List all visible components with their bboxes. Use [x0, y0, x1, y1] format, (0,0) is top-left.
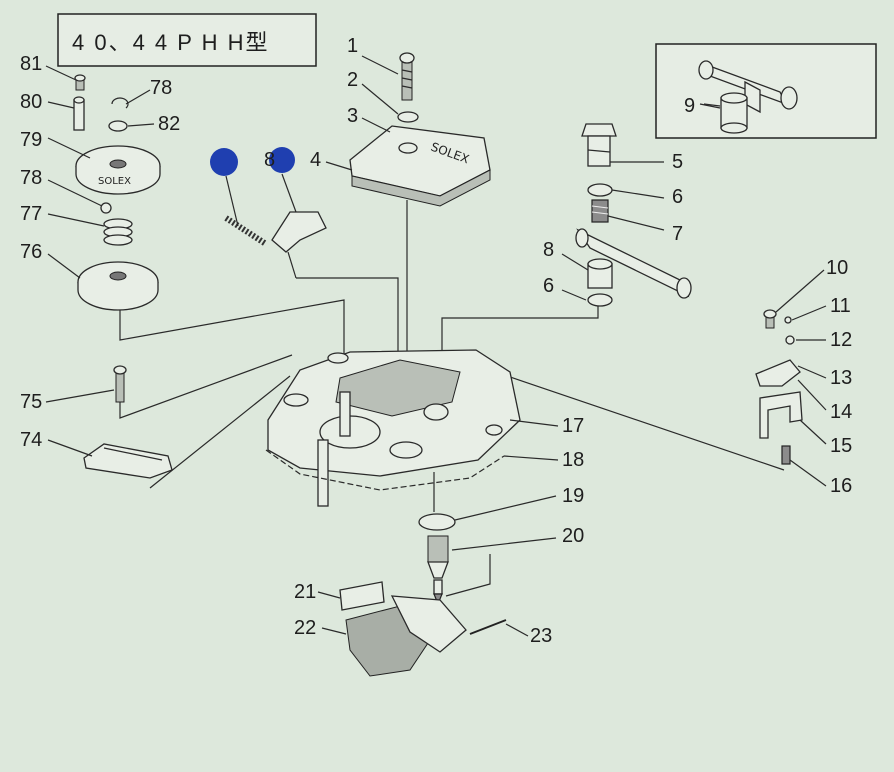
cap-brand-text: SOLEX — [98, 176, 131, 187]
label-part-78-upper: 78 — [150, 77, 172, 99]
label-part-8-right: 8 — [543, 239, 554, 261]
label-part-14: 14 — [830, 401, 852, 423]
label-part-82: 82 — [158, 113, 180, 135]
part-16-spring — [781, 445, 791, 465]
label-part-20: 20 — [562, 525, 584, 547]
label-part-6-lower: 6 — [543, 275, 554, 297]
label-part-19: 19 — [562, 485, 584, 507]
part-74-bracket — [83, 443, 173, 479]
part-20-needle-valve — [427, 535, 449, 606]
part-3-cover: SOLEX — [349, 125, 491, 207]
label-part-5: 5 — [672, 151, 683, 173]
lever-plate — [271, 211, 327, 253]
part-18-gasket — [265, 449, 505, 491]
part-14-fork — [759, 391, 803, 439]
label-part-11: 11 — [830, 295, 851, 317]
part-79-cap: SOLEX — [75, 145, 161, 195]
part-19-o-ring — [418, 513, 456, 531]
part-7-filter — [591, 199, 609, 223]
part-2-washer — [397, 111, 419, 123]
label-part-17: 17 — [562, 415, 584, 437]
title-box: 4 0、4 4 P H H型 — [57, 13, 317, 67]
diagram-title: 4 0、4 4 P H H型 — [72, 30, 270, 55]
part-80-pin — [73, 96, 85, 131]
part-23-pin — [469, 619, 507, 635]
label-part-22: 22 — [294, 617, 316, 639]
part-22-float — [345, 595, 467, 677]
label-part-76: 76 — [20, 241, 42, 263]
part-75-screw — [113, 365, 127, 403]
label-leaders — [45, 55, 827, 637]
label-part-23: 23 — [530, 625, 552, 647]
label-part-8-left: 8 — [264, 149, 275, 171]
label-part-78-lower: 78 — [20, 167, 42, 189]
part-11-clip — [784, 316, 792, 324]
inset-box-part-9 — [655, 43, 877, 139]
part-17-float-chamber-cover — [267, 349, 521, 507]
spring-with-highlight — [224, 215, 268, 247]
label-part-74: 74 — [20, 429, 42, 451]
part-13-lever — [755, 359, 801, 387]
part-82-washer — [108, 120, 128, 132]
highlight-dot-right — [269, 147, 295, 173]
label-part-6-upper: 6 — [672, 186, 683, 208]
label-part-10: 10 — [826, 257, 848, 279]
part-81-screw — [74, 74, 86, 91]
label-part-12: 12 — [830, 329, 852, 351]
label-part-1: 1 — [347, 35, 358, 57]
part-77-spring — [103, 218, 133, 246]
label-part-21: 21 — [294, 581, 316, 603]
label-part-15: 15 — [830, 435, 852, 457]
label-part-75: 75 — [20, 391, 42, 413]
part-1-screw — [399, 52, 415, 101]
part-78-clip-lower — [100, 202, 112, 214]
part-10-screw — [763, 309, 777, 329]
label-part-2: 2 — [347, 69, 358, 91]
label-part-9: 9 — [684, 95, 695, 117]
label-part-4: 4 — [310, 149, 321, 171]
part-6-washer-upper — [587, 183, 613, 197]
label-part-16: 16 — [830, 475, 852, 497]
label-part-81: 81 — [20, 53, 42, 75]
part-12-washer — [785, 335, 795, 345]
label-part-3: 3 — [347, 105, 358, 127]
part-78-clip-upper — [111, 97, 129, 109]
part-8-banjo-fitting — [575, 228, 692, 307]
highlight-dot-left — [210, 148, 238, 176]
label-part-79: 79 — [20, 129, 42, 151]
label-part-13: 13 — [830, 367, 852, 389]
label-part-18: 18 — [562, 449, 584, 471]
label-part-7: 7 — [672, 223, 683, 245]
part-76-diaphragm-housing — [77, 261, 159, 311]
label-part-77: 77 — [20, 203, 42, 225]
part-5-bolt — [581, 123, 617, 167]
label-part-80: 80 — [20, 91, 42, 113]
part-number-labels: 1 2 3 4 5 6 7 8 6 9 10 11 12 13 14 15 16… — [20, 35, 852, 647]
part-21-shim — [339, 581, 385, 611]
